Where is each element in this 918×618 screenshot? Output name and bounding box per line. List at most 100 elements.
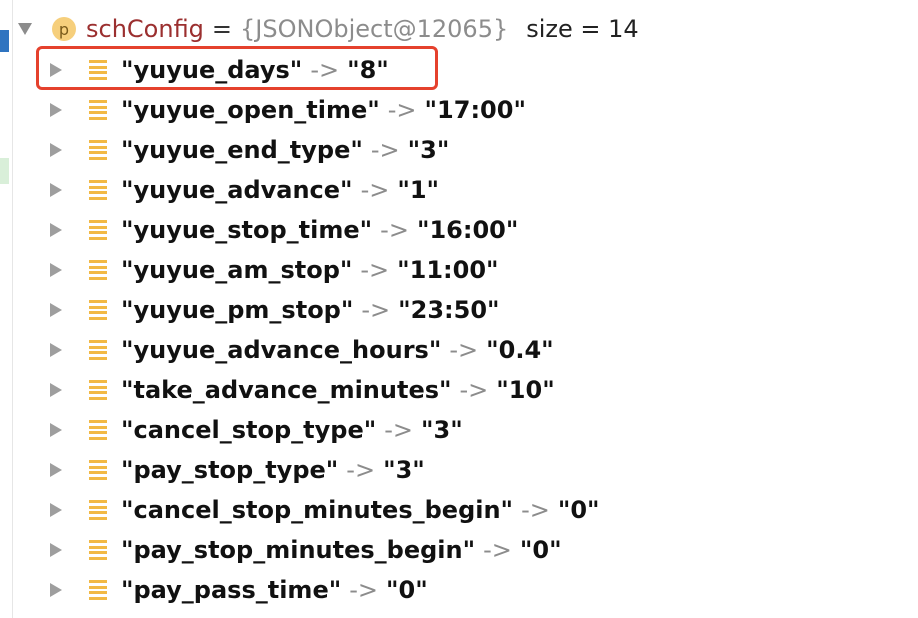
left-gutter bbox=[0, 0, 13, 618]
triangle-right-icon[interactable] bbox=[50, 423, 62, 437]
triangle-right-icon[interactable] bbox=[50, 583, 62, 597]
map-entry-value: "1" bbox=[397, 176, 440, 204]
map-entry-arrow: -> bbox=[360, 176, 390, 204]
map-entry-arrow: -> bbox=[449, 336, 479, 364]
gutter-green-marker bbox=[0, 158, 9, 184]
map-entry-arrow: -> bbox=[483, 536, 512, 564]
map-entry-icon bbox=[89, 380, 107, 400]
map-entry-value: "8" bbox=[347, 56, 389, 84]
map-entry-arrow: -> bbox=[349, 576, 378, 604]
map-entry-icon bbox=[89, 580, 107, 600]
tree-node-schconfig[interactable]: p schConfig = {JSONObject@12065} size = … bbox=[18, 12, 639, 46]
map-entry-value: "11:00" bbox=[397, 256, 499, 284]
triangle-right-icon[interactable] bbox=[50, 543, 62, 557]
variable-size: size = 14 bbox=[526, 15, 639, 43]
equals-sign: = bbox=[211, 15, 233, 43]
map-entry-icon bbox=[89, 540, 107, 560]
map-entry-arrow: -> bbox=[380, 216, 409, 244]
map-entry-arrow: -> bbox=[370, 136, 400, 164]
map-entry-key: "pay_stop_type" bbox=[121, 456, 339, 484]
p-field-icon: p bbox=[52, 17, 76, 41]
triangle-right-icon[interactable] bbox=[50, 463, 62, 477]
map-entry-value: "16:00" bbox=[416, 216, 519, 244]
map-entry-value: "0" bbox=[519, 536, 562, 564]
map-entry-key: "pay_stop_minutes_begin" bbox=[121, 536, 476, 564]
map-entry-row[interactable]: "yuyue_advance_hours"->"0.4" bbox=[0, 330, 918, 370]
map-entry-icon bbox=[89, 260, 107, 280]
map-entry-arrow: -> bbox=[384, 416, 414, 444]
map-entry-text: "yuyue_advance"->"1" bbox=[121, 175, 439, 205]
map-entry-text: "yuyue_days"->"8" bbox=[121, 55, 389, 85]
map-entry-row[interactable]: "cancel_stop_type"->"3" bbox=[0, 410, 918, 450]
map-entry-icon bbox=[89, 60, 107, 80]
map-entry-value: "3" bbox=[383, 456, 425, 484]
p-field-icon-letter: p bbox=[58, 19, 70, 39]
map-entry-row[interactable]: "yuyue_pm_stop"->"23:50" bbox=[0, 290, 918, 330]
map-entry-text: "pay_pass_time"-> "0" bbox=[121, 575, 428, 605]
map-entry-icon bbox=[89, 500, 107, 520]
map-entry-key: "yuyue_open_time" bbox=[121, 96, 380, 124]
map-entry-row[interactable]: "yuyue_am_stop"->"11:00" bbox=[0, 250, 918, 290]
map-entry-key: "yuyue_end_type" bbox=[121, 136, 363, 164]
map-entry-icon bbox=[89, 340, 107, 360]
map-entry-text: "pay_stop_type"->"3" bbox=[121, 455, 425, 485]
triangle-right-icon[interactable] bbox=[50, 103, 62, 117]
triangle-right-icon[interactable] bbox=[50, 383, 62, 397]
map-entry-value: "17:00" bbox=[424, 96, 526, 124]
map-entry-icon bbox=[89, 300, 107, 320]
map-entry-arrow: -> bbox=[310, 56, 340, 84]
map-entry-value: "23:50" bbox=[398, 296, 500, 324]
map-entry-row[interactable]: "cancel_stop_minutes_begin"->"0" bbox=[0, 490, 918, 530]
map-entry-row[interactable]: "yuyue_advance"->"1" bbox=[0, 170, 918, 210]
map-entry-key: "cancel_stop_minutes_begin" bbox=[121, 496, 514, 524]
map-entry-row[interactable]: "yuyue_stop_time"->"16:00" bbox=[0, 210, 918, 250]
map-entry-icon bbox=[89, 140, 107, 160]
map-entry-key: "yuyue_advance" bbox=[121, 176, 353, 204]
map-entry-arrow: -> bbox=[387, 96, 417, 124]
map-entry-arrow: -> bbox=[521, 496, 550, 524]
map-entry-row[interactable]: "take_advance_minutes"->"10" bbox=[0, 370, 918, 410]
map-entry-row[interactable]: "yuyue_days"->"8" bbox=[0, 50, 918, 90]
triangle-right-icon[interactable] bbox=[50, 223, 62, 237]
map-entry-row[interactable]: "pay_pass_time"-> "0" bbox=[0, 570, 918, 610]
map-entry-text: "pay_stop_minutes_begin"->"0" bbox=[121, 535, 562, 565]
map-entry-arrow: -> bbox=[459, 376, 489, 404]
map-entry-arrow: -> bbox=[361, 296, 391, 324]
triangle-right-icon[interactable] bbox=[50, 263, 62, 277]
map-entry-row[interactable]: "pay_stop_minutes_begin"->"0" bbox=[0, 530, 918, 570]
variable-name: schConfig bbox=[86, 15, 204, 43]
map-entry-text: "yuyue_stop_time"->"16:00" bbox=[121, 215, 518, 245]
map-entry-row[interactable]: "yuyue_end_type"->"3" bbox=[0, 130, 918, 170]
map-entry-key: "yuyue_stop_time" bbox=[121, 216, 373, 244]
triangle-right-icon[interactable] bbox=[50, 143, 62, 157]
triangle-right-icon[interactable] bbox=[50, 303, 62, 317]
map-entry-key: "yuyue_advance_hours" bbox=[121, 336, 442, 364]
map-entry-value: "10" bbox=[496, 376, 555, 404]
map-entry-key: "yuyue_days" bbox=[121, 56, 303, 84]
map-entry-value: "0.4" bbox=[486, 336, 554, 364]
map-entry-key: "pay_pass_time" bbox=[121, 576, 342, 604]
map-entry-row[interactable]: "pay_stop_type"->"3" bbox=[0, 450, 918, 490]
map-entry-key: "yuyue_pm_stop" bbox=[121, 296, 354, 324]
map-entry-value: "3" bbox=[407, 136, 450, 164]
map-entry-text: "yuyue_am_stop"->"11:00" bbox=[121, 255, 499, 285]
map-entry-key: "cancel_stop_type" bbox=[121, 416, 377, 444]
triangle-right-icon[interactable] bbox=[50, 503, 62, 517]
gutter-selection-marker bbox=[0, 30, 9, 52]
map-entry-icon bbox=[89, 420, 107, 440]
map-entry-row[interactable]: "yuyue_open_time"->"17:00" bbox=[0, 90, 918, 130]
triangle-right-icon[interactable] bbox=[50, 183, 62, 197]
triangle-right-icon[interactable] bbox=[50, 343, 62, 357]
map-entry-icon bbox=[89, 180, 107, 200]
triangle-down-icon[interactable] bbox=[18, 23, 32, 35]
map-entry-icon bbox=[89, 100, 107, 120]
map-entry-value: "0" bbox=[386, 576, 428, 604]
map-entry-text: "yuyue_advance_hours"->"0.4" bbox=[121, 335, 554, 365]
triangle-right-icon[interactable] bbox=[50, 63, 62, 77]
map-entries-list: "yuyue_days"->"8""yuyue_open_time"->"17:… bbox=[0, 50, 918, 610]
map-entry-text: "cancel_stop_type"->"3" bbox=[121, 415, 463, 445]
map-entry-text: "cancel_stop_minutes_begin"->"0" bbox=[121, 495, 600, 525]
map-entry-text: "take_advance_minutes"->"10" bbox=[121, 375, 555, 405]
map-entry-text: "yuyue_pm_stop"->"23:50" bbox=[121, 295, 500, 325]
